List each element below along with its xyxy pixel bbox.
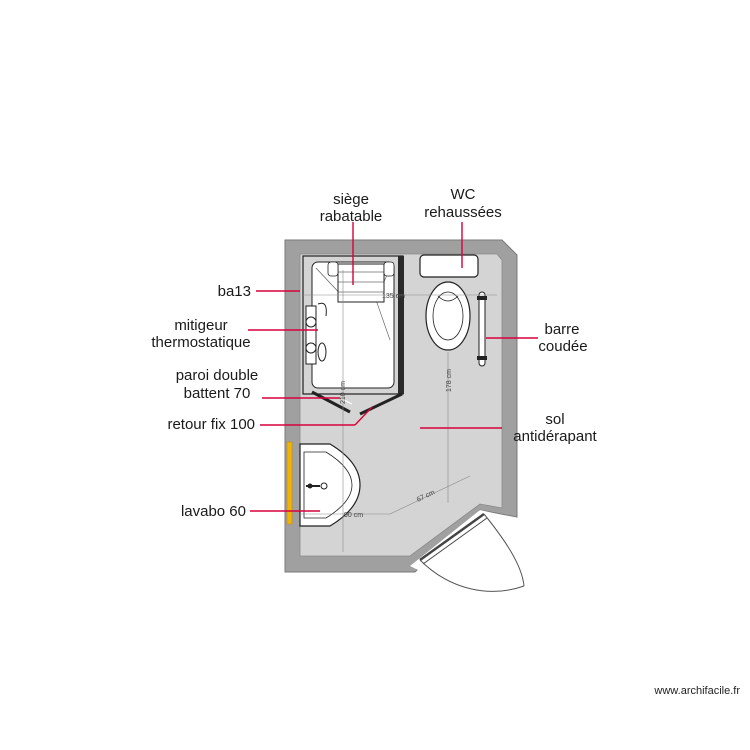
label-sol-line1: sol <box>545 411 564 428</box>
label-paroi-line1: paroi double <box>176 367 259 384</box>
label-retour: retour fix 100 <box>167 416 255 433</box>
label-barre-line1: barre <box>544 321 579 338</box>
folding-seat <box>327 261 395 303</box>
label-ba13: ba13 <box>218 283 251 300</box>
toilet <box>419 254 479 351</box>
label-barre-line2: coudée <box>538 338 587 355</box>
dim-width-top: 135 cm <box>382 293 405 300</box>
watermark: www.archifacile.fr <box>653 685 740 697</box>
label-wc-line1: WC <box>451 186 476 203</box>
dim-wc-depth: 178 cm <box>446 369 453 392</box>
shower-doors <box>311 390 403 416</box>
label-mitigeur-line2: thermostatique <box>151 334 250 351</box>
door-opening <box>410 510 502 577</box>
label-paroi-line2: battent 70 <box>184 385 251 402</box>
label-mitigeur-line1: mitigeur <box>174 317 227 334</box>
dim-lavabo: 90 cm <box>344 512 363 519</box>
annotation-pointers <box>248 222 538 512</box>
dim-left-height: 210 cm <box>340 381 347 404</box>
label-sol-line2: antidérapant <box>513 428 597 445</box>
label-lavabo: lavabo 60 <box>181 503 246 520</box>
door <box>419 512 525 592</box>
label-wc-line2: rehaussées <box>424 204 502 221</box>
grab-bar <box>477 291 487 367</box>
washbasin <box>299 443 361 527</box>
label-siege-line2: rabatable <box>320 208 383 225</box>
wall-reinforcement-accent <box>286 441 293 525</box>
thermostatic-mixer <box>305 302 327 365</box>
label-siege-line1: siège <box>333 191 369 208</box>
